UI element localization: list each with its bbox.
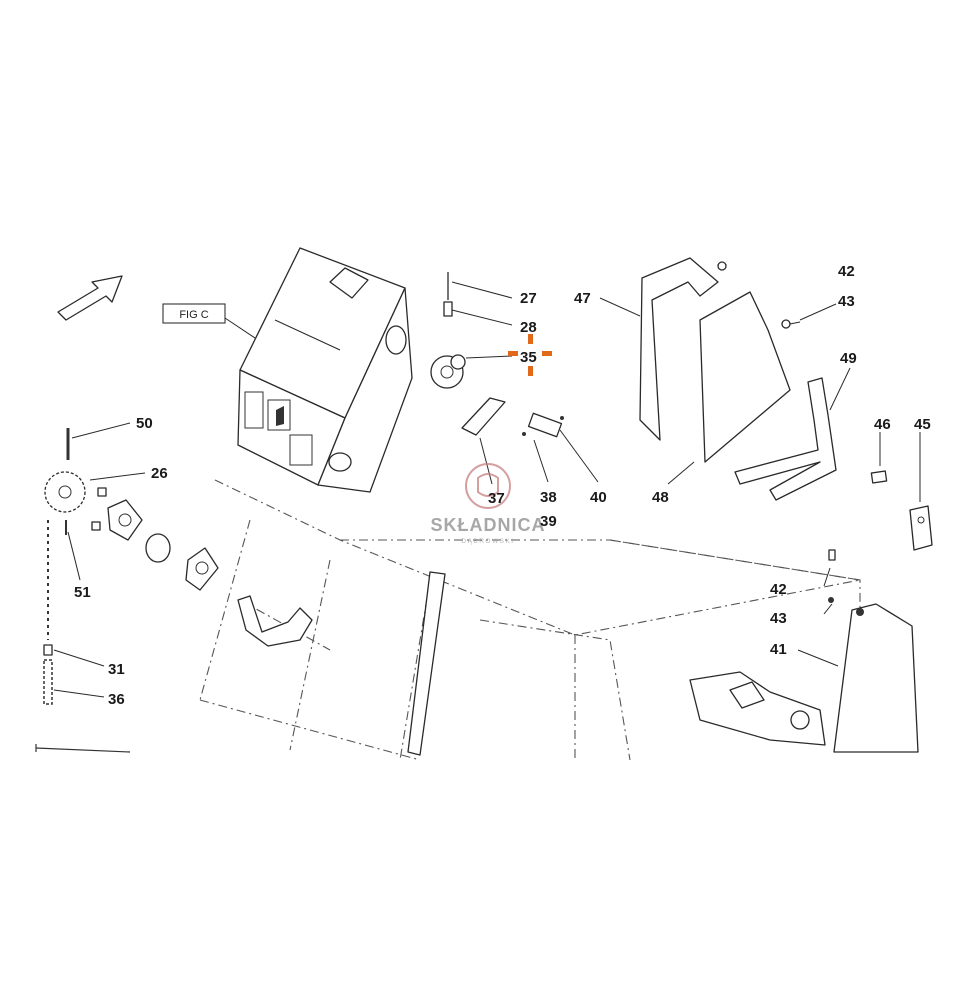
base-line [35,747,131,753]
left-drive-parts [44,428,219,591]
frame-bracket [237,571,446,756]
part-label-51: 51 [74,584,91,601]
part-label-36: 36 [108,691,125,708]
part-label-42-top: 42 [838,263,855,280]
gearbox-housing [237,247,413,493]
highlight-marker-35 [508,334,552,376]
part-number-labels: 27 28 35 47 42 43 49 50 26 37 38 39 40 4… [74,263,931,708]
watermark-name: SKŁADNICA [431,515,546,535]
part-label-42-bottom: 42 [770,581,787,598]
leader-lines [53,281,921,698]
parts-27-28-35 [430,272,466,389]
part-label-31: 31 [108,661,125,678]
watermark-logo: SKŁADNICA DĄBROWSKI [431,463,546,545]
tags-45-46 [870,470,933,551]
chain-31-36 [43,520,53,705]
part-label-41: 41 [770,641,787,658]
fig-c-label: FIG C [162,303,259,341]
part-label-49: 49 [840,350,857,367]
fig-c-text: FIG C [179,309,208,321]
part-label-28: 28 [520,319,537,336]
part-label-35: 35 [520,349,537,366]
part-label-47: 47 [574,290,591,307]
part-label-39: 39 [540,513,557,530]
part-label-27: 27 [520,290,537,307]
part-label-38: 38 [540,489,557,506]
part-label-50: 50 [136,415,153,432]
parts-37-40 [461,397,564,438]
part-label-43-top: 43 [838,293,855,310]
watermark-subtitle: DĄBROWSKI [461,538,514,545]
part-label-40: 40 [590,489,607,506]
chain-guard-47-48 [639,257,801,463]
part-label-45: 45 [914,416,931,433]
bracket-49 [734,377,837,501]
part-label-26: 26 [151,465,168,482]
side-panel-41 [828,549,919,753]
rotor-shaft [689,671,826,746]
part-label-46: 46 [874,416,891,433]
direction-arrow-icon [57,275,123,321]
part-label-43-bottom: 43 [770,610,787,627]
part-label-48: 48 [652,489,669,506]
part-label-37: 37 [488,490,505,507]
